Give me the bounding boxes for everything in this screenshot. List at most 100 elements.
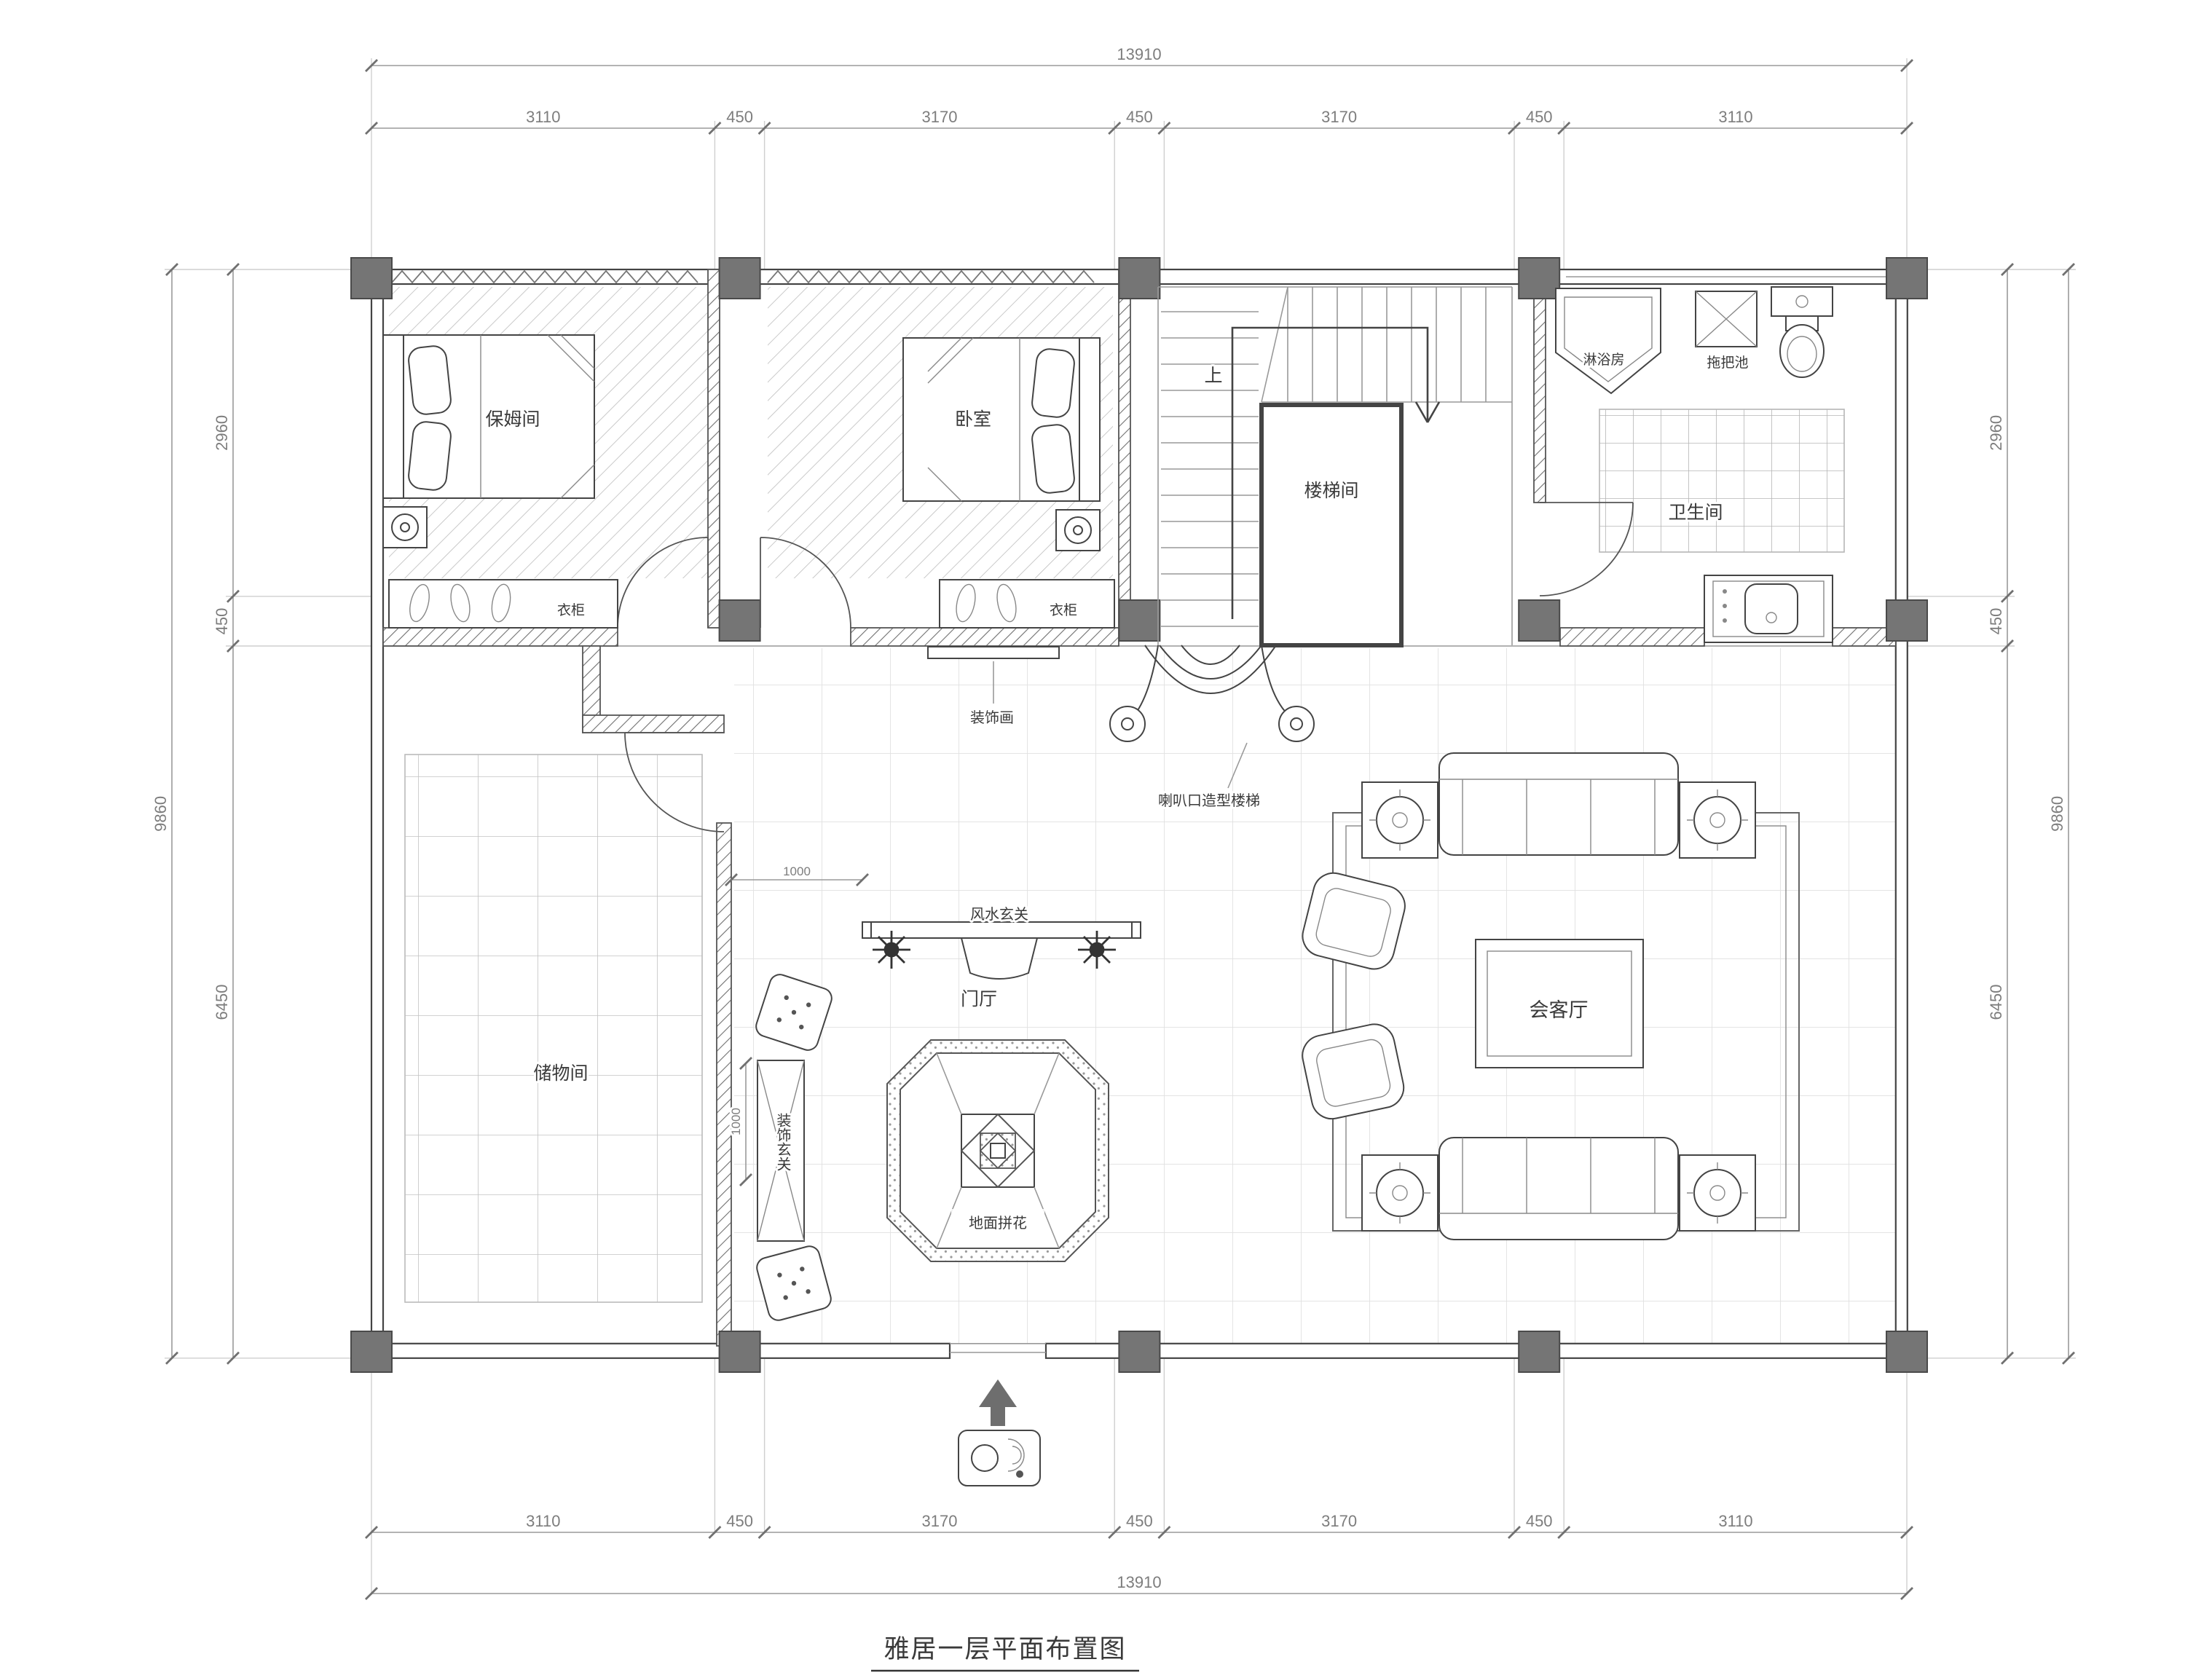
mop-sink <box>1695 291 1758 347</box>
door-bathroom <box>1539 502 1634 596</box>
wall-band-nanny <box>382 627 618 647</box>
dim-cabinet-length: 1000 <box>729 1108 743 1135</box>
wall-left <box>370 268 385 1359</box>
wall-stair-left <box>1118 269 1131 629</box>
wardrobe-nanny <box>388 579 618 629</box>
wardrobe-bedroom <box>939 579 1115 629</box>
bathroom-tiles <box>1599 409 1845 553</box>
decor-console-cabinet <box>757 1060 805 1242</box>
dim-left-seg-2: 450 <box>213 608 231 635</box>
dim-left-seg-1: 2960 <box>213 415 231 451</box>
nightstand-bedroom <box>1055 509 1101 551</box>
bed-nanny <box>382 334 595 499</box>
columns <box>350 257 1928 1373</box>
dim-top-total: 13910 <box>1117 45 1161 63</box>
label-shower: 淋浴房 <box>1583 352 1624 368</box>
foyer <box>725 646 1141 1321</box>
vanity-sink <box>1704 575 1833 643</box>
doors <box>617 502 1634 832</box>
shower-stall <box>1555 288 1661 395</box>
stairwell <box>1109 286 1513 789</box>
label-wardrobe-nanny: 衣柜 <box>557 602 585 618</box>
dim-top-seg-3: 3170 <box>922 108 958 126</box>
fengshui-console-table <box>862 921 1141 980</box>
decorative-painting <box>927 646 1060 704</box>
stair-treads-left <box>1161 311 1259 627</box>
plant-left <box>873 931 910 969</box>
dim-console-offset: 1000 <box>783 864 811 878</box>
nanny-room <box>382 334 618 629</box>
bed-bedroom <box>902 337 1101 502</box>
trumpet-stair-leader <box>1227 742 1248 789</box>
walls <box>350 257 1928 1373</box>
label-mop-sink: 拖把池 <box>1707 355 1748 371</box>
dimensions: 13910 3110 450 3170 450 3170 450 3110 31… <box>151 45 2076 1600</box>
dim-bottom-total: 13910 <box>1117 1573 1161 1591</box>
stair-direction-arrow <box>1231 326 1441 619</box>
label-decor-console: 装饰玄关 <box>774 1113 791 1171</box>
storage-shelf-grid <box>404 754 703 1303</box>
wall-bathroom-left <box>1533 269 1546 503</box>
label-floor-medallion: 地面拼花 <box>969 1215 1027 1232</box>
label-bathroom: 卫生间 <box>1668 503 1723 523</box>
armchair-bottom <box>1302 1023 1405 1120</box>
dim-top-seg-4: 450 <box>1126 108 1153 126</box>
drawing-title: 雅居一层平面布置图 <box>871 1635 1139 1672</box>
label-fengshui-console: 风水玄关 <box>970 906 1028 923</box>
window-bedroom <box>767 269 1095 284</box>
sofa-top <box>1438 752 1679 856</box>
dim-right-seg-3: 6450 <box>1987 985 2005 1020</box>
dim-top-seg-7: 3110 <box>1718 108 1752 126</box>
dim-bottom-seg-4: 450 <box>1126 1512 1153 1530</box>
dim-bottom-seg-7: 3110 <box>1718 1512 1752 1530</box>
title-text: 雅居一层平面布置图 <box>883 1635 1126 1663</box>
dim-bottom-seg-3: 3170 <box>922 1512 958 1530</box>
floor-medallion <box>886 1039 1109 1262</box>
dim-bottom-seg-5: 3170 <box>1321 1512 1357 1530</box>
entry-arrow <box>979 1379 1017 1426</box>
wall-bottom-right <box>1044 1342 1908 1359</box>
dim-top-seg-5: 3170 <box>1321 108 1357 126</box>
sofa-bottom <box>1438 1137 1679 1240</box>
dim-left-total: 9860 <box>151 796 170 832</box>
toilet <box>1771 286 1833 378</box>
label-painting: 装饰画 <box>970 709 1014 726</box>
label-bedroom: 卧室 <box>955 409 991 430</box>
dim-top-seg-6: 450 <box>1526 108 1553 126</box>
bathroom <box>1555 286 1833 643</box>
label-storage: 储物间 <box>533 1063 588 1084</box>
stair-treads-upper <box>1287 287 1487 402</box>
label-up: 上 <box>1204 366 1222 386</box>
coffee-table <box>1475 939 1644 1068</box>
door-nanny <box>617 537 709 629</box>
wall-storage-divider <box>716 822 732 1347</box>
entry-vignette <box>958 1430 1041 1486</box>
dim-right-seg-1: 2960 <box>1987 415 2005 451</box>
wall-right <box>1894 268 1908 1359</box>
dim-right-seg-2: 450 <box>1987 608 2005 635</box>
living-room <box>1302 752 1800 1240</box>
dim-bottom-seg-6: 450 <box>1526 1512 1553 1530</box>
cabinet-length-dim <box>739 1057 752 1186</box>
label-nanny-room: 保姆间 <box>485 409 540 430</box>
console-offset-dim <box>725 873 869 886</box>
trumpet-stair <box>1109 645 1315 742</box>
entrance <box>958 1379 1041 1486</box>
side-table-lamps <box>1361 781 1756 1232</box>
label-trumpet-stair: 喇叭口造型楼梯 <box>1158 792 1260 809</box>
dim-top-seg-1: 3110 <box>526 108 560 126</box>
dim-left-seg-3: 6450 <box>213 985 231 1020</box>
label-wardrobe-bedroom: 衣柜 <box>1050 602 1077 618</box>
door-storage <box>624 732 725 832</box>
door-bedroom <box>760 537 851 629</box>
bedroom <box>902 337 1115 629</box>
stair-core <box>1259 403 1404 647</box>
armchair-top <box>1302 872 1406 970</box>
dim-bottom-seg-1: 3110 <box>526 1512 560 1530</box>
dim-bottom-seg-2: 450 <box>726 1512 753 1530</box>
foyer-chair-top <box>755 974 833 1051</box>
wall-bottom-left <box>370 1342 951 1359</box>
plant-right <box>1078 931 1116 969</box>
dim-right-total: 9860 <box>2048 796 2066 832</box>
